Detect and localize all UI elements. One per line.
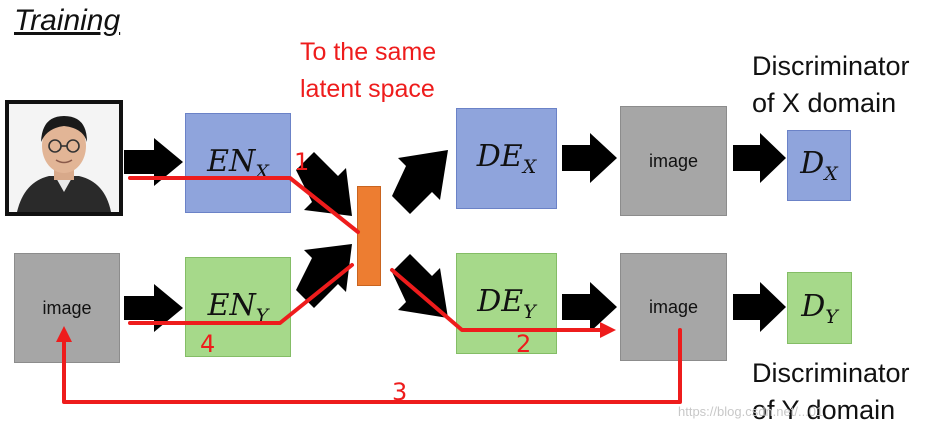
- arrow-encoder-y-to-latent: [296, 244, 352, 308]
- red-path-step4: [128, 263, 354, 325]
- arrow-decoder-x-to-image: [562, 133, 617, 183]
- discriminator-y: DY: [787, 272, 852, 344]
- discriminator-y-label: DY: [801, 289, 838, 328]
- input-image-y-label: image: [42, 297, 92, 318]
- output-image-x-label: image: [648, 150, 699, 171]
- input-image-y: image: [14, 253, 120, 363]
- person-photo-icon: [9, 104, 119, 212]
- encoder-x-main: EN: [207, 143, 256, 179]
- discriminator-y-sub: Y: [825, 305, 838, 328]
- arrow-image-to-disc-y: [733, 282, 786, 332]
- red-path-step1: [128, 176, 360, 234]
- decoder-y-label: DEY: [477, 284, 536, 323]
- output-image-y: image: [620, 253, 727, 361]
- red-arrowhead-step3: [56, 326, 72, 342]
- step-4-label: 4: [200, 330, 215, 358]
- discriminator-x-main: D: [800, 146, 825, 181]
- arrow-image-to-encoder-y: [124, 284, 183, 332]
- step-2-label: 2: [516, 330, 531, 358]
- decoder-x-main: DE: [476, 139, 523, 174]
- disc-x-line-2: of X domain: [752, 88, 897, 118]
- arrow-latent-to-decoder-x: [392, 150, 448, 214]
- arrow-encoder-x-to-latent: [296, 152, 352, 216]
- arrow-latent-to-decoder-y: [392, 254, 448, 318]
- disc-y-line-2: of Y domain: [752, 395, 896, 425]
- encoder-y: ENY: [185, 257, 291, 357]
- encoder-y-main: EN: [207, 287, 256, 323]
- output-image-x: image: [620, 106, 727, 216]
- disc-x-line-1: Discriminator: [752, 51, 910, 81]
- decoder-y-main: DE: [477, 284, 524, 319]
- discriminator-y-main: D: [801, 288, 826, 324]
- decoder-x: DEX: [456, 108, 557, 209]
- discriminator-x-caption: Discriminator of X domain: [752, 48, 910, 122]
- arrow-image-to-disc-x: [733, 133, 786, 183]
- arrow-photo-to-encoder-x: [124, 138, 183, 186]
- arrow-decoder-y-to-image: [562, 282, 617, 332]
- red-arrowhead-step2: [600, 322, 616, 338]
- discriminator-y-caption: Discriminator of Y domain: [752, 355, 910, 429]
- step-3-label: 3: [392, 378, 407, 406]
- discriminator-x-sub: X: [824, 163, 838, 185]
- red-path-step2: [390, 268, 602, 332]
- encoder-x: ENX: [185, 113, 291, 213]
- latent-code: [357, 186, 381, 286]
- input-photo-x: [5, 100, 123, 216]
- encoder-x-label: ENX: [207, 144, 269, 183]
- step-1-label: 1: [294, 148, 309, 176]
- title: Training: [14, 4, 121, 37]
- decoder-y: DEY: [456, 253, 557, 354]
- disc-y-line-1: Discriminator: [752, 358, 910, 388]
- output-image-y-label: image: [648, 296, 699, 317]
- note-line-1: To the same: [300, 38, 437, 66]
- decoder-x-label: DEX: [477, 139, 536, 178]
- decoder-y-sub: Y: [523, 301, 536, 323]
- red-path-step3: [62, 328, 682, 404]
- decoder-x-sub: X: [522, 156, 537, 178]
- latent-space-note: To the same latent space: [300, 34, 470, 108]
- note-line-2: latent space: [300, 75, 435, 103]
- discriminator-x-label: DX: [800, 146, 838, 185]
- watermark: https://blog.csdn.net/...01: [678, 404, 824, 419]
- discriminator-x: DX: [787, 130, 851, 201]
